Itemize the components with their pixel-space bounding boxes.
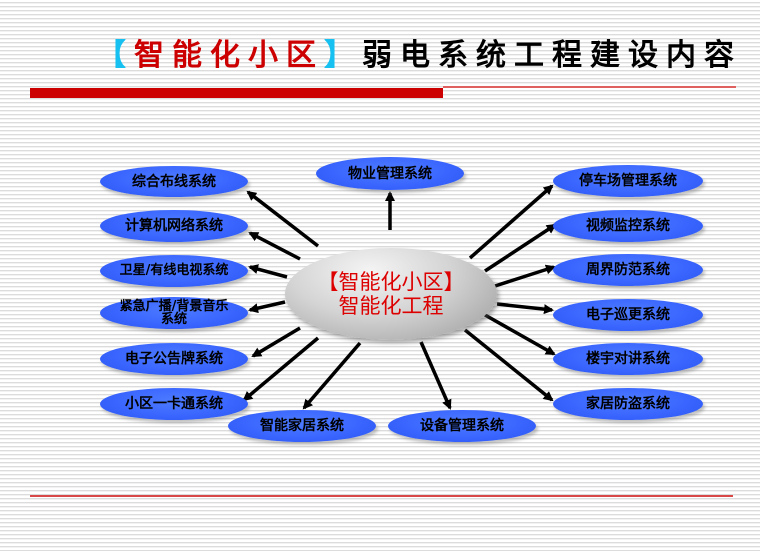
arrow-to-parking [468, 184, 554, 260]
central-node: 【智能化小区】 智能化工程 [285, 248, 497, 340]
node-anti-theft: 家居防盗系统 [553, 388, 703, 420]
title-underline-thin [443, 86, 736, 88]
node-emergency-broadcast: 紧急广播/背景音乐系统 [100, 297, 248, 329]
node-label: 家居防盗系统 [586, 396, 670, 412]
node-satellite-tv: 卫星/有线电视系统 [100, 255, 248, 287]
node-label: 小区一卡通系统 [125, 396, 223, 412]
arrow-to-cabling [246, 190, 320, 248]
node-label: 综合布线系统 [132, 173, 216, 190]
central-node-line1: 【智能化小区】 [317, 270, 465, 294]
node-video-surveillance: 视频监控系统 [553, 210, 703, 242]
title-rest: 弱电系统工程建设内容 [362, 38, 742, 73]
arrow-to-patrol [496, 302, 554, 315]
node-label: 楼宇对讲系统 [586, 351, 670, 367]
node-equipment-management: 设备管理系统 [388, 410, 536, 442]
arrow-to-equipment [419, 341, 452, 410]
arrow-to-broadcast [248, 300, 286, 314]
title-bracket-close: 】 [324, 38, 362, 73]
node-label: 电子巡更系统 [586, 307, 670, 323]
arrow-to-intercom [484, 313, 556, 356]
node-label: 物业管理系统 [348, 165, 432, 182]
arrow-to-antitheft [463, 328, 554, 402]
arrow-to-network [248, 231, 301, 261]
node-label: 周界防范系统 [586, 262, 670, 278]
arrow-to-card [242, 336, 320, 402]
node-perimeter: 周界防范系统 [553, 254, 703, 286]
node-smart-card: 小区一卡通系统 [100, 388, 248, 420]
node-patrol: 电子巡更系统 [553, 299, 703, 331]
node-label: 停车场管理系统 [579, 173, 677, 189]
title-highlight: 智能化小区 [134, 38, 324, 73]
node-intercom: 楼宇对讲系统 [553, 343, 703, 375]
arrow-to-smarthome [302, 341, 362, 410]
node-property-management: 物业管理系统 [316, 157, 464, 190]
arrow-to-billboard [251, 326, 301, 358]
arrow-to-satellite [248, 264, 288, 279]
title-underline-thick [30, 88, 443, 98]
arrow-to-perimeter [494, 264, 556, 288]
node-computer-network: 计算机网络系统 [100, 210, 248, 242]
node-cabling: 综合布线系统 [100, 166, 248, 197]
central-node-line2: 智能化工程 [338, 294, 444, 318]
footer-line [30, 495, 733, 497]
node-label: 智能家居系统 [260, 418, 344, 434]
node-billboard: 电子公告牌系统 [100, 343, 248, 375]
node-label: 计算机网络系统 [125, 218, 223, 234]
slide-title: 【智能化小区】弱电系统工程建设内容 [96, 30, 742, 73]
node-smart-home: 智能家居系统 [228, 410, 376, 442]
node-parking: 停车场管理系统 [553, 165, 703, 197]
arrow-to-video [484, 223, 557, 273]
node-label: 卫星/有线电视系统 [119, 263, 229, 278]
title-bracket-open: 【 [96, 38, 134, 73]
node-label: 视频监控系统 [586, 218, 670, 234]
node-label: 设备管理系统 [420, 418, 504, 434]
node-label: 紧急广播/背景音乐系统 [119, 299, 229, 327]
node-label: 电子公告牌系统 [125, 351, 223, 367]
